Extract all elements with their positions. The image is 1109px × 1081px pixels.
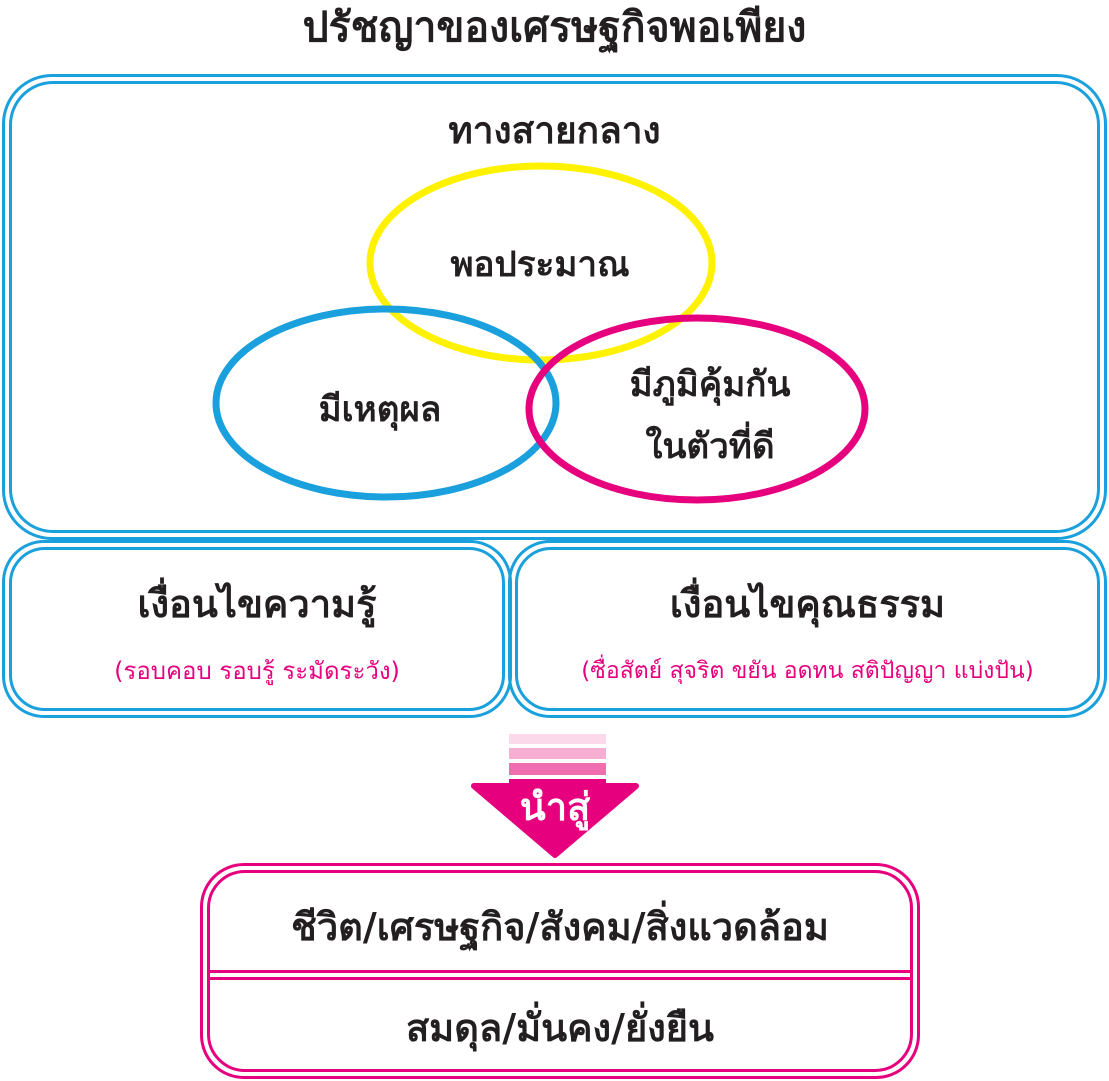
result-line-domains: ชีวิต/เศรษฐกิจ/สังคม/สิ่งแวดล้อม [291,905,829,949]
venn-circle-immunity [525,314,869,504]
venn-label-immunity-line1: มีภูมิคุ้มกัน [629,365,791,405]
venn-label-reasonableness: มีเหตุผล [318,390,442,430]
venn-diagram [212,162,869,504]
virtue-condition-detail: (ซื่อสัตย์ สุจริต ขยัน อดทน สติปัญญา แบ่… [581,658,1034,684]
page-title: ปรัชญาของเศรษฐกิจพอเพียง [302,3,807,51]
venn-circle-reasonableness [212,305,560,501]
result-line-outcomes: สมดุล/มั่นคง/ยั่งยืน [405,1006,715,1050]
virtue-condition-box-inner [515,547,1100,711]
down-arrow-icon [471,734,639,858]
result-divider [207,970,913,973]
virtue-condition-title: เงื่อนไขคุณธรรม [669,582,946,626]
middle-path-box [2,74,1107,540]
knowledge-condition-title: เงื่อนไขความรู้ [137,582,377,626]
result-divider-second [207,977,913,980]
virtue-condition-box [508,540,1107,718]
venn-label-immunity-line2: ในตัวที่ดี [645,427,775,467]
middle-path-title: ทางสายกลาง [448,109,661,152]
result-box [200,863,920,1079]
knowledge-condition-box-inner [9,547,505,711]
venn-label-moderation: พอประมาณ [450,245,630,285]
knowledge-condition-detail: (รอบคอบ รอบรู้ ระมัดระวัง) [114,657,400,685]
middle-path-box-inner [9,81,1100,533]
arrow-label: นำสู่ [519,785,591,829]
